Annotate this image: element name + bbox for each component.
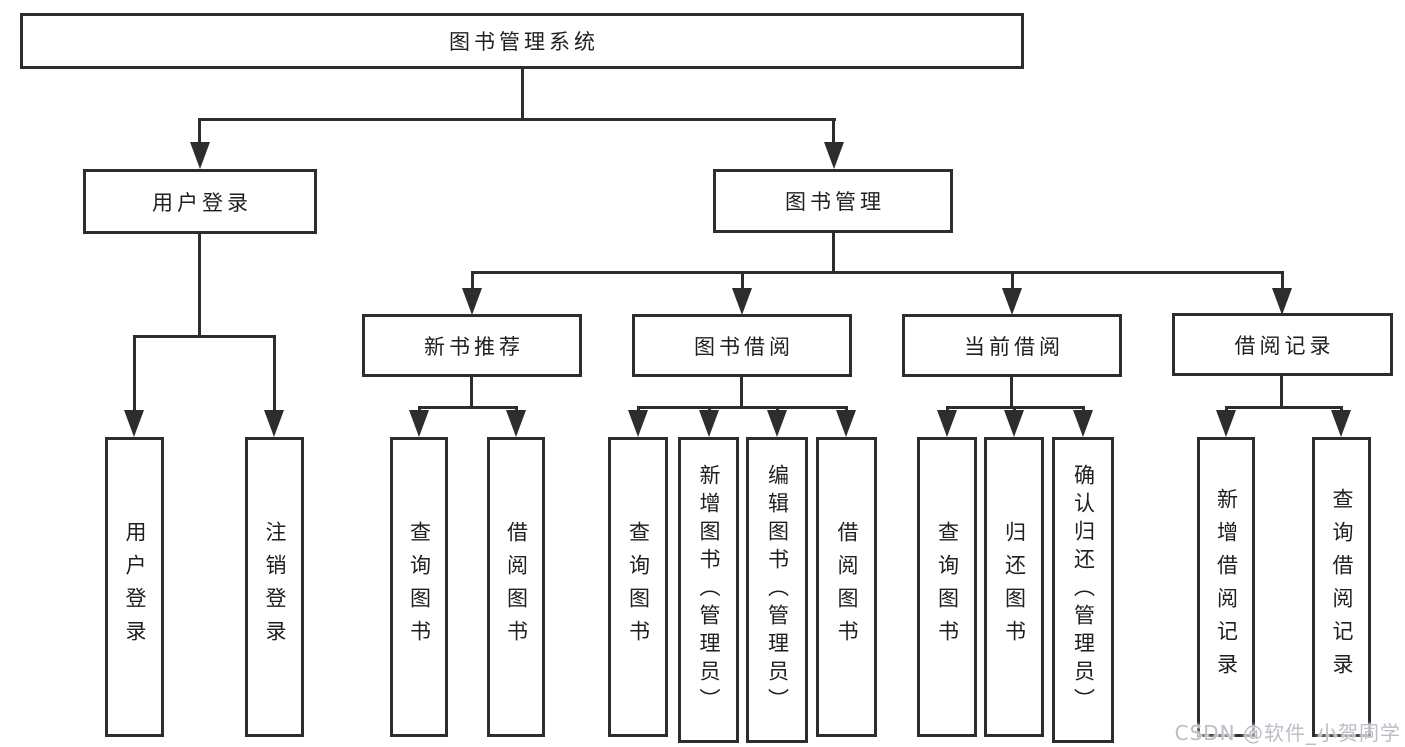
csdn-watermark: CSDN @软件_小贺同学 <box>1174 721 1401 745</box>
arrow-down-icon <box>124 410 144 437</box>
connector-mgmt-drop-3 <box>1011 271 1014 293</box>
arrow-down-icon <box>409 410 429 437</box>
node-borrowing-records: 借阅记录 <box>1172 313 1393 376</box>
arrow-down-icon <box>190 142 210 169</box>
leaf-edit-book-admin: 编辑图书（管理员） <box>746 437 808 743</box>
arrow-down-icon <box>937 410 957 437</box>
connector-root-rail <box>199 118 836 121</box>
connector-recommend-stub <box>470 377 473 409</box>
connector-root-stub <box>521 69 524 121</box>
connector-records-rail <box>1225 406 1342 409</box>
node-book-management: 图书管理 <box>713 169 953 233</box>
connector-current-stub <box>1010 377 1013 409</box>
arrow-down-icon <box>1272 288 1292 315</box>
connector-borrow-rail <box>637 406 847 409</box>
arrow-down-icon <box>1216 410 1236 437</box>
arrow-down-icon <box>699 410 719 437</box>
arrow-down-icon <box>1002 288 1022 315</box>
connector-mgmt-drop-2 <box>741 271 744 293</box>
node-current-borrowing: 当前借阅 <box>902 314 1122 377</box>
connector-borrow-stub <box>740 377 743 409</box>
arrow-down-icon <box>1073 410 1093 437</box>
leaf-logout: 注销登录 <box>245 437 304 737</box>
arrow-down-icon <box>767 410 787 437</box>
arrow-down-icon <box>732 288 752 315</box>
connector-login-drop-2 <box>273 335 276 413</box>
arrow-down-icon <box>506 410 526 437</box>
leaf-return-books: 归还图书 <box>984 437 1044 737</box>
leaf-borrow-books: 借阅图书 <box>816 437 877 737</box>
node-user-login: 用户登录 <box>83 169 317 234</box>
node-library-management-system: 图书管理系统 <box>20 13 1024 69</box>
leaf-search-books-current: 查询图书 <box>917 437 977 737</box>
connector-mgmt-stub <box>832 233 835 274</box>
arrow-down-icon <box>462 288 482 315</box>
connector-login-drop-1 <box>133 335 136 413</box>
leaf-search-books-recommend: 查询图书 <box>390 437 448 737</box>
connector-login-stub <box>198 234 201 338</box>
leaf-search-books-borrow: 查询图书 <box>608 437 668 737</box>
node-book-borrowing: 图书借阅 <box>632 314 852 377</box>
arrow-down-icon <box>1331 410 1351 437</box>
connector-recommend-rail <box>418 406 518 409</box>
connector-root-drop-right <box>832 118 835 146</box>
leaf-confirm-return-admin: 确认归还（管理员） <box>1052 437 1114 743</box>
leaf-add-book-admin: 新增图书（管理员） <box>678 437 739 743</box>
arrow-down-icon <box>836 410 856 437</box>
node-new-book-recommendation: 新书推荐 <box>362 314 582 377</box>
connector-mgmt-rail <box>471 271 1283 274</box>
connector-mgmt-drop-1 <box>471 271 474 293</box>
leaf-user-login: 用户登录 <box>105 437 164 737</box>
arrow-down-icon <box>264 410 284 437</box>
connector-root-drop-left <box>198 118 201 146</box>
connector-records-stub <box>1280 376 1283 409</box>
arrow-down-icon <box>1004 410 1024 437</box>
connector-login-rail <box>133 335 276 338</box>
connector-mgmt-drop-4 <box>1281 271 1284 293</box>
arrow-down-icon <box>824 142 844 169</box>
leaf-borrow-books-recommend: 借阅图书 <box>487 437 545 737</box>
leaf-search-borrow-record: 查询借阅记录 <box>1312 437 1371 737</box>
leaf-add-borrow-record: 新增借阅记录 <box>1197 437 1255 737</box>
arrow-down-icon <box>628 410 648 437</box>
